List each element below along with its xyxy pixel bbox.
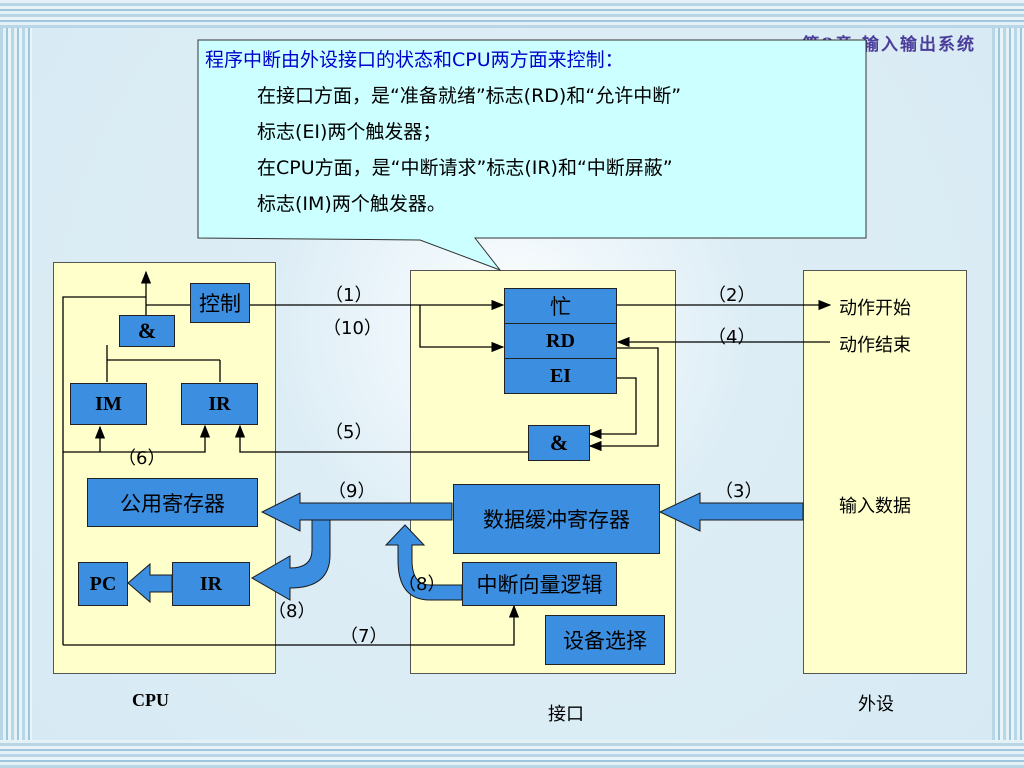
step-4-label: （4）: [708, 327, 756, 348]
bottom-border-decoration: [0, 740, 1024, 768]
callout-line-4: 在CPU方面，是“中断请求”标志(IR)和“中断屏蔽”: [257, 157, 673, 179]
interface-panel: [410, 270, 676, 674]
callout-line-3: 标志(EI)两个触发器；: [257, 121, 442, 143]
action-end-label: 动作结束: [839, 335, 911, 356]
instruction-register: IR: [172, 562, 250, 606]
action-start-label: 动作开始: [839, 298, 911, 319]
data-buffer-register: 数据缓冲寄存器: [453, 484, 660, 554]
im-flipflop: IM: [70, 383, 147, 425]
peripheral-label: 外设: [858, 694, 894, 715]
peripheral-panel: [803, 270, 967, 674]
cpu-and-gate: &: [119, 315, 175, 347]
step-6-label: （6）: [118, 448, 166, 469]
callout-line-5: 标志(IM)两个触发器。: [257, 193, 446, 215]
step-1-label: （1）: [325, 285, 373, 306]
busy-flag: 忙: [504, 288, 617, 324]
ei-flag: EI: [504, 358, 617, 394]
rd-flag: RD: [504, 323, 617, 359]
input-data-label: 输入数据: [839, 496, 911, 517]
interface-and-gate: &: [528, 425, 590, 461]
ir-flipflop: IR: [181, 383, 258, 425]
cpu-label: CPU: [132, 690, 169, 710]
step-8-label-interface: （8）: [398, 574, 446, 595]
callout-line-1: 程序中断由外设接口的状态和CPU两方面来控制：: [205, 49, 624, 71]
interrupt-vector-logic: 中断向量逻辑: [462, 562, 617, 606]
cpu-control-block: 控制: [190, 283, 250, 323]
interface-label: 接口: [548, 704, 584, 725]
step-9-label: （9）: [328, 481, 376, 502]
device-select: 设备选择: [545, 615, 665, 665]
left-border-decoration: [0, 0, 32, 768]
general-register: 公用寄存器: [87, 478, 258, 527]
right-border-decoration: [992, 0, 1024, 768]
step-2-label: （2）: [708, 285, 756, 306]
step-3-label: （3）: [715, 481, 763, 502]
callout-text: 程序中断由外设接口的状态和CPU两方面来控制： 在接口方面，是“准备就绪”标志(…: [205, 42, 870, 222]
step-7-label: （7）: [340, 626, 388, 647]
pc-register: PC: [78, 562, 128, 606]
step-10-label: （10）: [323, 318, 382, 339]
callout-line-2: 在接口方面，是“准备就绪”标志(RD)和“允许中断”: [257, 85, 682, 107]
top-border-decoration: [0, 0, 1024, 28]
step-5-label: （5）: [325, 422, 373, 443]
step-8-label-cpu: （8）: [268, 601, 316, 622]
